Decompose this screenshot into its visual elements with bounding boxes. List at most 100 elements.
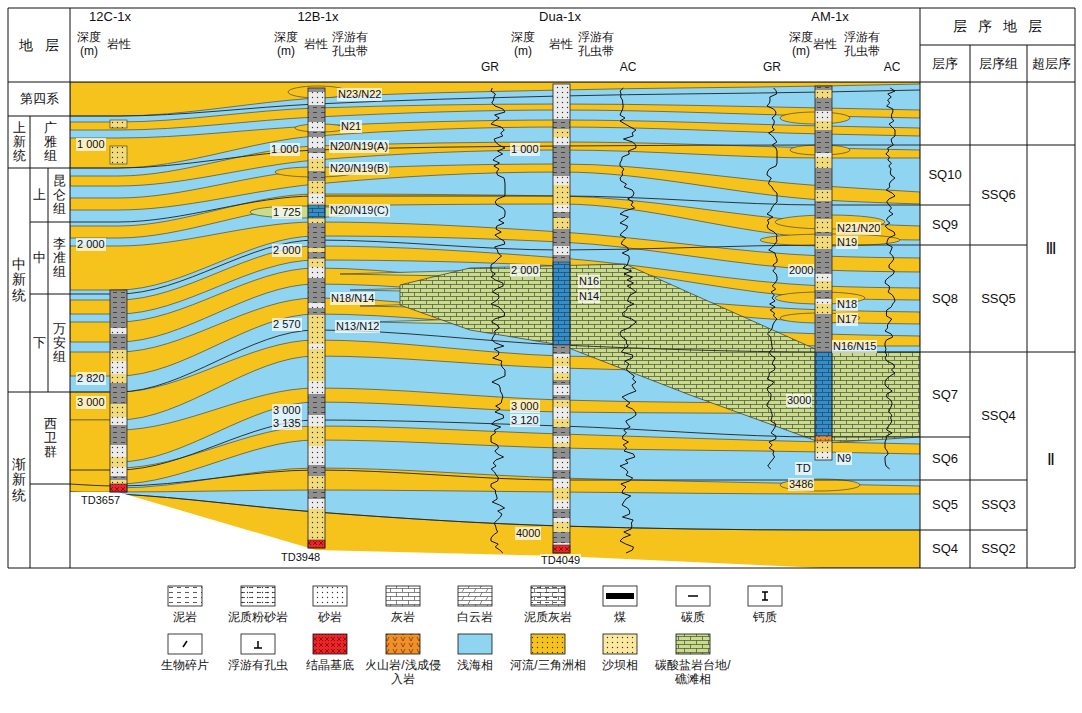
cell-label: 岩性	[813, 37, 837, 51]
pattern-overlay	[308, 235, 325, 240]
lithology-segment	[815, 452, 832, 460]
table-cell: 浮游有孔虫带	[574, 26, 618, 62]
pattern-overlay	[168, 586, 202, 606]
cell-label: 超层序	[1032, 56, 1071, 72]
table-cell: 岩性	[547, 26, 575, 62]
cell-label: 深度 (m)	[786, 30, 816, 59]
pattern-overlay	[553, 218, 570, 229]
lithology-segment	[110, 339, 127, 350]
lithology-segment	[815, 249, 832, 257]
swatch-border	[168, 634, 202, 654]
depth-or-zone-label: 2 570	[272, 318, 302, 331]
lithology-segment	[308, 259, 325, 267]
cell-label: 岩性	[107, 37, 131, 51]
legend-label: 砂岩	[291, 610, 369, 624]
pattern-overlay	[553, 470, 570, 479]
swatch-fill	[748, 586, 782, 606]
pattern-overlay	[815, 86, 832, 90]
swatch-border	[748, 586, 782, 606]
lithology-segment	[308, 359, 325, 372]
lithology-segment	[553, 103, 570, 115]
lithology-segment	[553, 518, 570, 522]
depth-or-zone-label: 2 000	[510, 264, 540, 277]
depth-or-zone-label: 3 000	[272, 404, 302, 417]
pattern-overlay	[815, 232, 832, 236]
pattern-overlay	[815, 304, 832, 314]
sequence-boundary	[70, 196, 920, 222]
depth-or-zone-label: N20/N19(C)	[329, 204, 390, 217]
pattern-overlay	[553, 380, 570, 385]
pattern-overlay	[553, 395, 570, 400]
pattern-overlay	[308, 290, 325, 303]
cell-label: 岩性	[304, 37, 328, 51]
lithology-segment	[553, 470, 570, 479]
pattern-overlay	[676, 634, 710, 654]
depth-or-zone-label: N14	[578, 290, 600, 303]
pattern-overlay	[553, 427, 570, 436]
sequence-boundary	[70, 420, 920, 470]
legend-swatch	[241, 586, 275, 606]
pattern-overlay	[815, 153, 832, 157]
lithology-segment	[308, 165, 325, 171]
legend-swatch	[603, 586, 637, 606]
lithology-segment	[553, 407, 570, 419]
pattern-overlay	[308, 406, 325, 415]
lithology-segment	[553, 84, 570, 93]
lithology-segment	[553, 366, 570, 373]
depth-or-zone-label: N19	[836, 236, 858, 249]
cell-label: 层序	[932, 56, 958, 72]
sequence-boundary	[70, 330, 920, 392]
table-cell: 12C-1x	[80, 8, 140, 26]
table-cell: SSQ5	[970, 245, 1027, 352]
lithology-segment	[815, 262, 832, 274]
pattern-overlay	[308, 509, 325, 520]
pattern-overlay	[308, 415, 325, 426]
lithology-segment	[553, 218, 570, 229]
pattern-overlay	[308, 267, 325, 278]
depth-or-zone-label: N9	[836, 452, 852, 465]
pattern-overlay	[308, 446, 325, 454]
table-cell: 层序组	[970, 45, 1027, 82]
pattern-overlay	[553, 500, 570, 509]
lithology-segment	[553, 93, 570, 103]
pattern-overlay	[553, 385, 570, 395]
grid-line	[1027, 45, 1028, 568]
swatch-fill	[313, 634, 347, 654]
lithology-segment	[308, 252, 325, 259]
lithology-segment	[308, 105, 325, 114]
pattern-overlay	[553, 155, 570, 160]
vertical-label: 中新统	[12, 257, 26, 303]
lithology-segment	[815, 121, 832, 130]
legend-label: 生物碎片	[146, 658, 224, 672]
table-cell: 岩性	[104, 26, 134, 62]
pattern-overlay	[458, 586, 492, 606]
cell-label: SQ10	[928, 167, 961, 183]
table-cell: 12B-1x	[288, 8, 348, 26]
legend-label: 白云岩	[436, 610, 514, 624]
lithology-segment	[815, 436, 832, 440]
pattern-overlay	[553, 235, 570, 246]
lithology-segment	[553, 145, 570, 155]
pattern-overlay	[308, 88, 325, 92]
grid-line	[8, 8, 9, 568]
pattern-overlay	[815, 436, 832, 440]
pattern-overlay	[110, 484, 127, 492]
grid-line	[920, 145, 1075, 146]
lithology-segment	[308, 489, 325, 499]
table-cell: 中新统	[8, 168, 30, 392]
pattern-overlay	[815, 338, 832, 350]
table-cell: 浮游有孔虫带	[840, 26, 884, 62]
lithology-segment	[308, 372, 325, 381]
lithology-segment	[553, 488, 570, 500]
pattern-overlay	[553, 459, 570, 470]
lithology-segment	[110, 480, 127, 484]
grid-line	[48, 168, 49, 392]
swatch-border	[531, 634, 565, 654]
legend-swatch	[676, 634, 710, 654]
pattern-overlay	[308, 148, 325, 153]
cell-label: SQ7	[932, 387, 958, 403]
vertical-label: 西卫群	[44, 417, 57, 460]
lithology-segment	[110, 441, 127, 445]
grid-line	[8, 568, 1075, 569]
